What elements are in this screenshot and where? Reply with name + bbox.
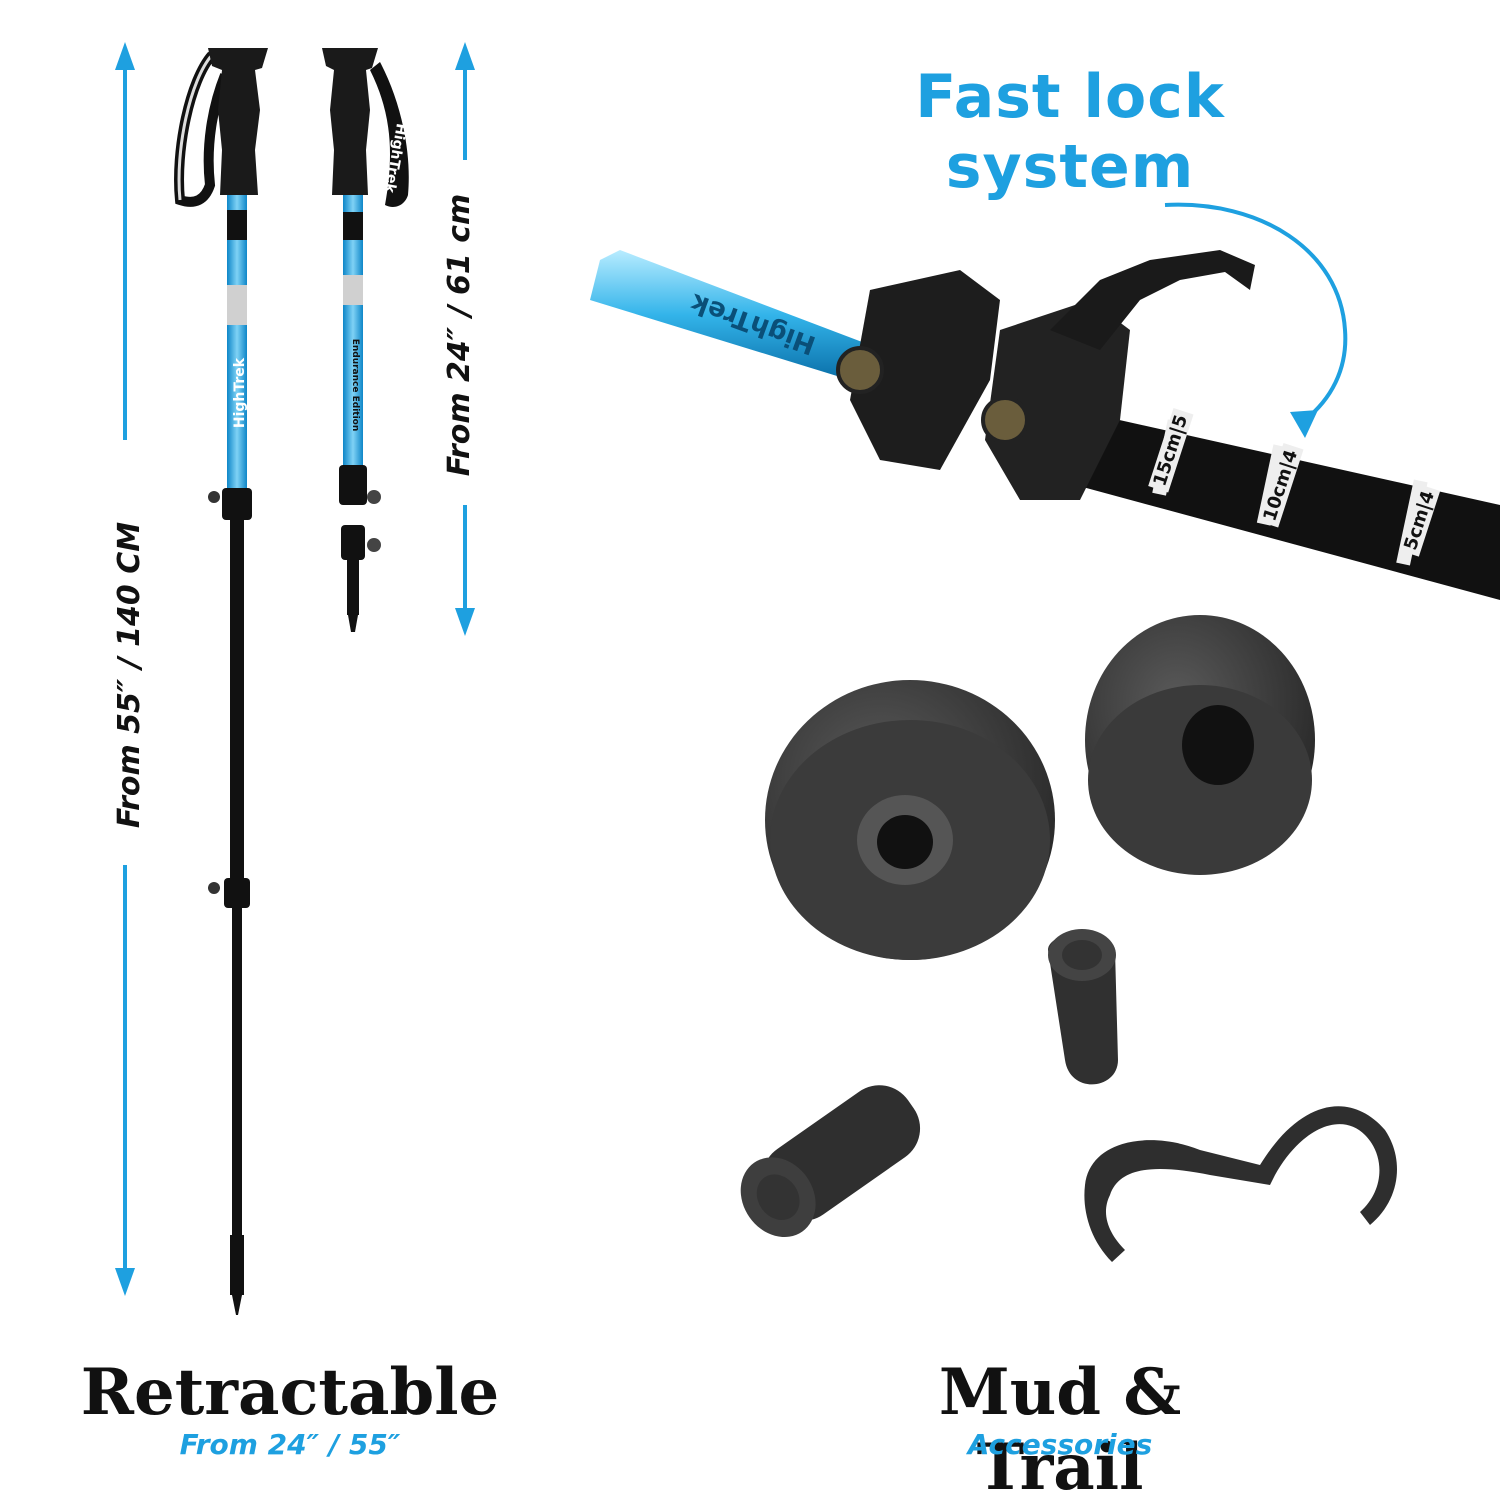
retractable-subtitle: From 24″ / 55″ (179, 1428, 401, 1461)
arrow-down-icon (115, 865, 135, 1296)
arrow-up-icon (115, 42, 135, 440)
arrow-down-icon (455, 505, 475, 636)
pole-edition-label: Endurance Edition (350, 338, 360, 432)
mud-trail-title: Mud & Trail (938, 1355, 1182, 1505)
rubber-tip (740, 1085, 921, 1238)
curved-arrow-icon (1164, 202, 1348, 438)
pole-clip (1084, 1106, 1397, 1262)
pole-brand-label: HighTrek (232, 357, 248, 429)
extended-pole (174, 48, 268, 1315)
accessories-subtitle: Accessories (967, 1428, 1153, 1461)
collapsed-pole (322, 48, 409, 632)
extended-length-label: From 55″ / 140 CM (112, 521, 147, 829)
arrow-up-icon (455, 42, 475, 160)
collapsed-length-label: From 24″ / 61 cm (442, 193, 477, 477)
retractable-title: Retractable (80, 1355, 500, 1430)
accessories (740, 615, 1397, 1262)
fast-lock-closeup (590, 250, 1500, 600)
fast-lock-title: Fast lock system (915, 62, 1225, 202)
